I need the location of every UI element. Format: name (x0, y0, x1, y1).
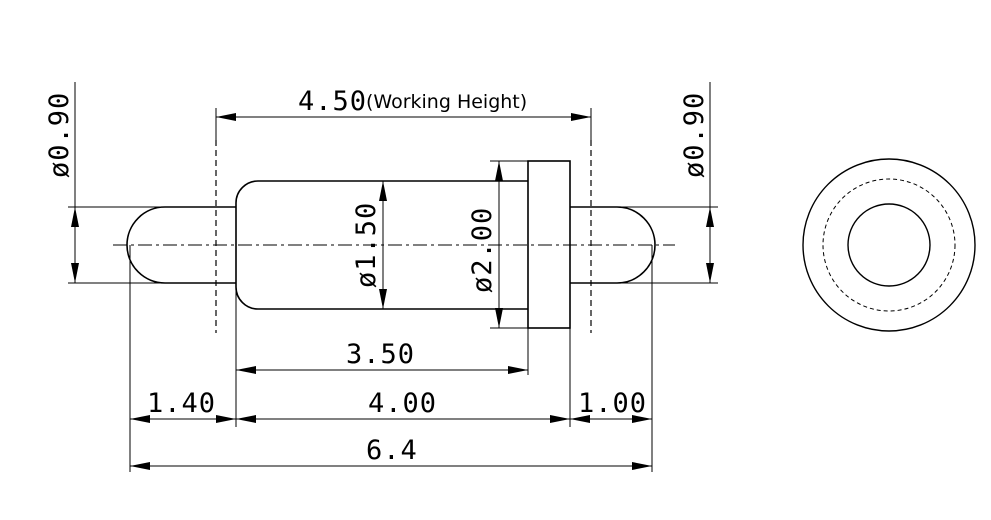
dimension-lines (71, 113, 714, 470)
part-end-view (802, 158, 976, 332)
extension-lines (68, 82, 718, 472)
barrel-diameter: ø1.50 (351, 202, 382, 288)
working-height-note: (Working Height) (366, 91, 527, 113)
dimension-labels: 4.50 (Working Height) ø0.90 ø0.90 ø1.50 … (44, 86, 710, 466)
overall-length: 6.4 (366, 435, 418, 466)
plunger-outline (847, 203, 931, 287)
flange-outline (802, 158, 976, 332)
working-height-value: 4.50 (298, 86, 367, 117)
body-length: 4.00 (368, 388, 437, 419)
flange-diameter: ø2.00 (467, 207, 498, 293)
barrel-length: 3.50 (346, 339, 415, 370)
right-tip-length: 1.00 (578, 388, 647, 419)
right-plunger-diameter: ø0.90 (679, 92, 710, 178)
left-tip-length: 1.40 (147, 388, 216, 419)
barrel-hidden-outline (822, 178, 956, 312)
left-plunger-diameter: ø0.90 (44, 92, 75, 178)
